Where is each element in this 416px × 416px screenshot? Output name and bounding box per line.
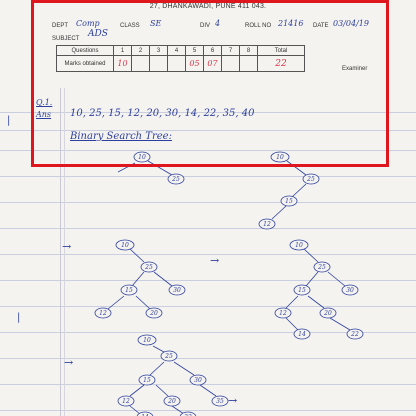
tree-node: 12: [99, 310, 107, 317]
tree-node: 20: [323, 310, 332, 317]
tree-node: 15: [125, 287, 133, 294]
arrow-mark: →: [64, 356, 74, 369]
tree-node: 30: [173, 287, 181, 294]
date-value: 03/04/19: [333, 19, 369, 28]
marks-obtained-label: Marks obtained: [56, 55, 114, 72]
tree-node: 20: [167, 398, 176, 405]
tree-node: 10: [143, 337, 151, 344]
tree-node: 12: [263, 221, 271, 228]
dept-label: DEPT: [52, 23, 69, 29]
tree-node: 25: [171, 176, 180, 183]
ruled-line: [0, 130, 416, 131]
ruled-line: [0, 112, 416, 113]
tree-node: 22: [350, 331, 359, 338]
tree-node: 12: [279, 310, 287, 317]
arrow-mark: →: [62, 240, 72, 253]
total-mark-cell: 22: [257, 55, 305, 72]
margin-line: [64, 88, 65, 416]
tree-node: 15: [143, 377, 151, 384]
roll-value: 21416: [278, 19, 304, 28]
roll-label: ROLL NO: [245, 23, 272, 29]
ruled-line: [0, 228, 416, 229]
marks-table-marks-row: Marks obtained 10 05 07 22: [56, 55, 305, 72]
tree-node: 22: [183, 414, 192, 416]
tree-node: 10: [276, 154, 284, 161]
highlight-box: [31, 0, 389, 167]
margin-bar: |: [17, 312, 21, 323]
answer-label: Ans: [36, 110, 52, 119]
dept-value: Comp: [76, 19, 100, 28]
tree-node: 25: [317, 264, 326, 271]
question-label: Q.1.: [36, 98, 53, 107]
ruled-line: [0, 358, 416, 359]
subject-value: ADS: [88, 29, 108, 39]
date-label: DATE: [313, 23, 329, 29]
tree-node: 20: [149, 310, 158, 317]
ruled-line: [0, 254, 416, 255]
margin-bar: |: [7, 115, 11, 126]
college-address: 27, DHANKAWADI, PUNE 411 043.: [149, 3, 267, 10]
tree-node: 35: [216, 398, 224, 405]
tree-node: 15: [285, 198, 293, 205]
subject-label: SUBJECT: [52, 36, 80, 42]
tree-node: 15: [298, 287, 306, 294]
ruled-line: [0, 150, 416, 151]
arrow-mark: →: [228, 394, 238, 407]
bst-heading: Binary Search Tree:: [70, 131, 172, 142]
tree-node: 30: [346, 287, 354, 294]
ruled-line: [0, 306, 416, 307]
class-label: CLASS: [120, 23, 140, 29]
tree-node: 25: [144, 264, 153, 271]
margin-line: [60, 88, 61, 416]
tree-node: 10: [138, 154, 146, 161]
tree-node: 14: [141, 414, 149, 416]
tree-node: 30: [194, 377, 202, 384]
ruled-line: [0, 410, 416, 411]
tree-node: 25: [306, 176, 315, 183]
marks-table: Questions 1 2 3 4 5 6 7 8 Total Marks ob…: [56, 45, 305, 72]
tree-node: 10: [121, 242, 129, 249]
class-value: SE: [150, 19, 162, 28]
ruled-line: [0, 280, 416, 281]
ruled-line: [0, 332, 416, 333]
div-label: DIV: [200, 23, 211, 29]
ruled-line: [0, 384, 416, 385]
tree-node: 10: [295, 242, 303, 249]
tree-node: 25: [164, 353, 173, 360]
insert-sequence: 10, 25, 15, 12, 20, 30, 14, 22, 35, 40: [70, 108, 255, 119]
ruled-line: [0, 176, 416, 177]
arrow-mark: →: [210, 254, 220, 267]
tree-node: 12: [122, 398, 130, 405]
mark-cell: 07: [203, 55, 222, 72]
examiner-label: Examiner: [342, 66, 368, 72]
div-value: 4: [215, 19, 221, 28]
tree-node: 14: [298, 331, 306, 338]
ruled-line: [0, 202, 416, 203]
